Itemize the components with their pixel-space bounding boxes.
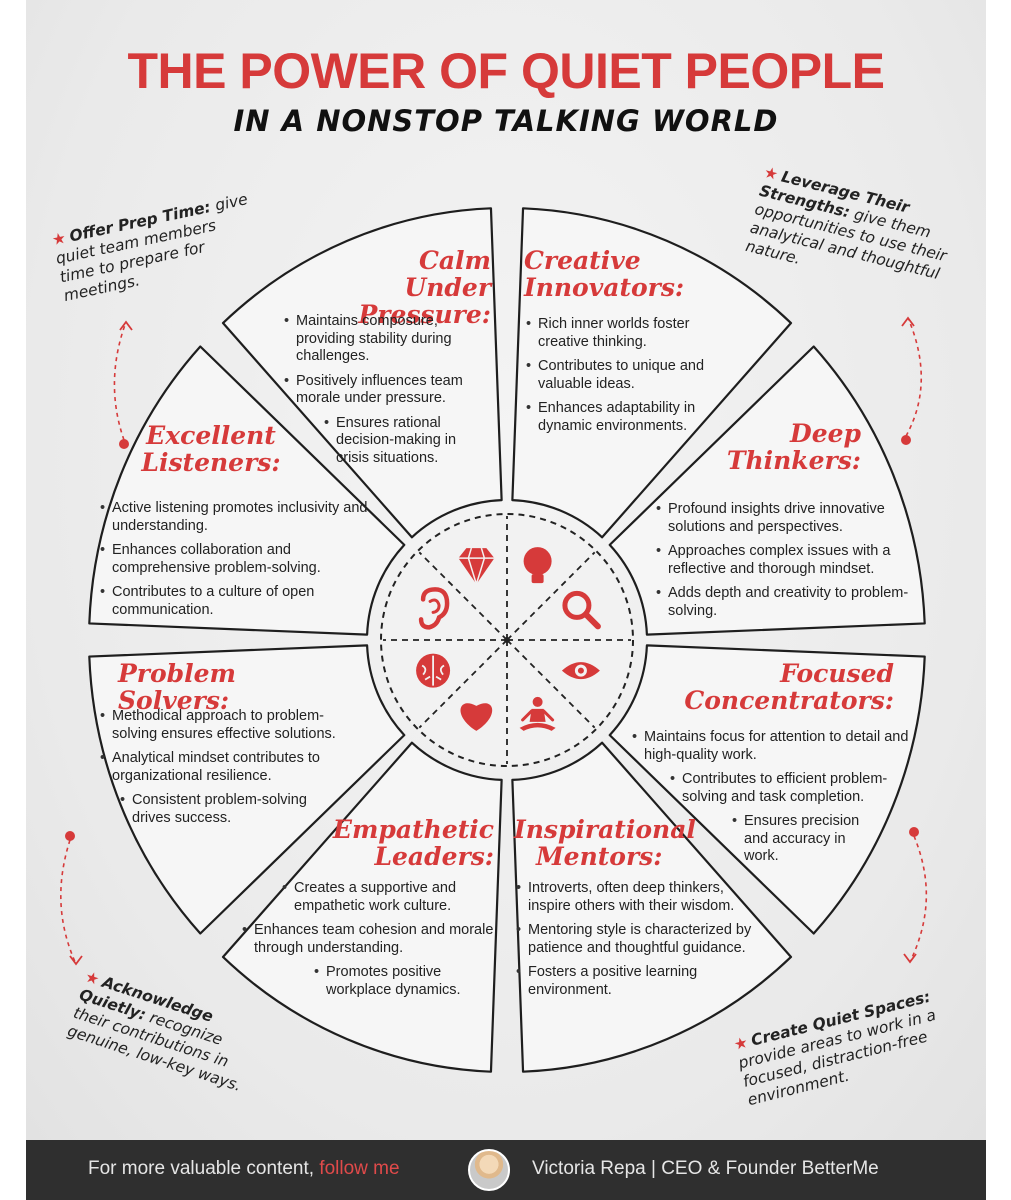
arrow-dot bbox=[901, 435, 911, 445]
bullet: Fosters a positive learning environment. bbox=[514, 964, 738, 999]
segment-bullets-calm-under-pressure: Maintains composure, providing stability… bbox=[282, 313, 492, 474]
bullet: Methodical approach to problem-solving e… bbox=[98, 708, 368, 743]
tip-arrows bbox=[60, 316, 928, 966]
arrow-dot bbox=[65, 831, 75, 841]
bullet: Introverts, often deep thinkers, inspire… bbox=[514, 880, 738, 915]
segment-title-inspirational-mentors: Inspirational Mentors: bbox=[514, 815, 696, 871]
bullet: Promotes positive workplace dynamics. bbox=[312, 964, 506, 999]
segment-bullets-excellent-listeners: Active listening promotes inclusivity an… bbox=[98, 500, 368, 626]
follow-link[interactable]: follow me bbox=[319, 1158, 400, 1179]
arrow-dot bbox=[119, 439, 129, 449]
footer-author: Victoria Repa | CEO & Founder BetterMe bbox=[532, 1158, 879, 1179]
poster-subtitle: IN A NONSTOP TALKING WORLD bbox=[233, 104, 779, 138]
bullet: Mentoring style is characterized by pati… bbox=[514, 922, 764, 957]
arrow-head bbox=[901, 316, 915, 327]
bullet: Contributes to a culture of open communi… bbox=[98, 584, 368, 619]
bullet: Enhances collaboration and comprehensive… bbox=[98, 542, 368, 577]
spoke bbox=[418, 639, 508, 729]
bullet: Approaches complex issues with a reflect… bbox=[654, 543, 914, 578]
center-dot bbox=[504, 637, 510, 643]
segment-title-deep-thinkers: Deep Thinkers: bbox=[726, 419, 861, 475]
dashed-arrow bbox=[905, 317, 923, 437]
ear-icon bbox=[418, 587, 450, 630]
segment-bullets-creative-innovators: Rich inner worlds foster creative thinki… bbox=[524, 316, 734, 442]
bullet: Ensures rational decision-making in cris… bbox=[322, 415, 492, 468]
segment-title-focused-concentrators: Focused Concentrators: bbox=[684, 659, 894, 715]
bullet: Positively influences team morale under … bbox=[282, 373, 492, 408]
magnifier-icon bbox=[562, 590, 601, 630]
bullet: Ensures precision and accuracy in work. bbox=[730, 813, 884, 866]
star-icon: ★ bbox=[731, 1033, 750, 1054]
segment-title-excellent-listeners: Excellent Listeners: bbox=[141, 421, 281, 477]
segment-bullets-problem-solvers: Methodical approach to problem-solving e… bbox=[98, 708, 368, 834]
dashed-arrow bbox=[909, 835, 928, 963]
lightbulb-icon bbox=[523, 547, 552, 584]
bullet: Contributes to unique and valuable ideas… bbox=[524, 358, 734, 393]
arrow-head bbox=[119, 320, 133, 331]
avatar bbox=[468, 1149, 510, 1191]
segment-title-empathetic-leaders: Empathetic Leaders: bbox=[332, 815, 494, 871]
spoke bbox=[506, 551, 596, 641]
arrow-head bbox=[903, 953, 917, 964]
dashed-arrow bbox=[60, 839, 77, 965]
meditation-icon bbox=[519, 696, 556, 731]
segment-title-problem-solvers: Problem Solvers: bbox=[118, 659, 236, 715]
arrow-head bbox=[69, 955, 83, 966]
bullet: Adds depth and creativity to problem-sol… bbox=[654, 585, 914, 620]
bullet: Analytical mindset contributes to organi… bbox=[98, 750, 368, 785]
bullet: Rich inner worlds foster creative thinki… bbox=[524, 316, 734, 351]
diamond-icon bbox=[458, 547, 495, 587]
bullet: Enhances adaptability in dynamic environ… bbox=[524, 400, 708, 435]
brain-icon bbox=[416, 653, 451, 688]
bullet: Maintains focus for attention to detail … bbox=[630, 729, 920, 764]
center-spokes bbox=[383, 516, 631, 764]
segment-bullets-inspirational-mentors: Introverts, often deep thinkers, inspire… bbox=[514, 880, 764, 1006]
spoke bbox=[506, 639, 596, 729]
bullet: Maintains composure, providing stability… bbox=[282, 313, 492, 366]
arrow-dot bbox=[909, 827, 919, 837]
star-icon: ★ bbox=[762, 163, 780, 185]
star-icon: ★ bbox=[50, 228, 68, 250]
bullet: Enhances team cohesion and morale throug… bbox=[240, 922, 494, 957]
footer-bar: For more valuable content, follow me Vic… bbox=[26, 1140, 986, 1200]
bullet: Contributes to efficient problem-solving… bbox=[668, 771, 902, 806]
segment-bullets-focused-concentrators: Maintains focus for attention to detail … bbox=[630, 729, 920, 873]
bullet: Profound insights drive innovative solut… bbox=[654, 501, 914, 536]
segment-title-creative-innovators: Creative Innovators: bbox=[524, 246, 685, 302]
bullet: Creates a supportive and empathetic work… bbox=[280, 880, 504, 915]
spoke bbox=[418, 551, 508, 641]
center-icons bbox=[416, 547, 601, 731]
eye-icon bbox=[561, 662, 600, 680]
bullet: Consistent problem-solving drives succes… bbox=[118, 792, 322, 827]
footer-cta: For more valuable content, follow me bbox=[88, 1158, 400, 1179]
segment-bullets-empathetic-leaders: Creates a supportive and empathetic work… bbox=[240, 880, 500, 1006]
segment-bullets-deep-thinkers: Profound insights drive innovative solut… bbox=[654, 501, 914, 627]
bullet: Active listening promotes inclusivity an… bbox=[98, 500, 368, 535]
heart-icon bbox=[460, 703, 493, 731]
poster-title: THE POWER OF QUIET PEOPLE bbox=[127, 43, 885, 99]
dashed-arrow bbox=[113, 321, 127, 441]
infographic-poster: THE POWER OF QUIET PEOPLE IN A NONSTOP T… bbox=[26, 0, 986, 1140]
